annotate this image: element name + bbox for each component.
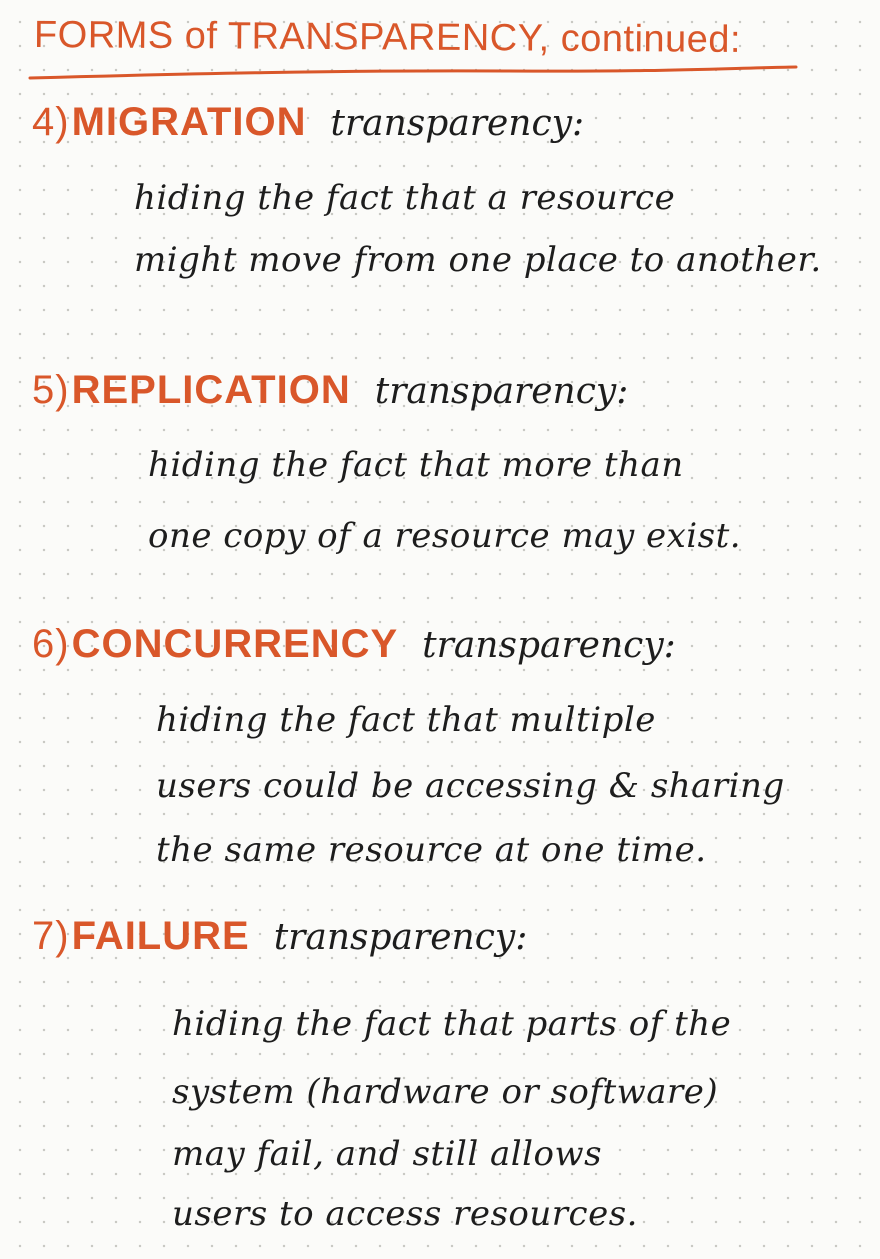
section-suffix: transparency: (374, 371, 629, 412)
section-name: CONCURRENCY (71, 622, 399, 666)
section-name: MIGRATION (71, 100, 307, 144)
section-number: 5) (32, 368, 70, 412)
section-heading: 4)MIGRATION transparency: (32, 100, 584, 145)
body-line: may fail, and still allows (172, 1134, 603, 1174)
section-suffix: transparency: (273, 917, 528, 958)
section-suffix: transparency: (330, 103, 585, 144)
section-heading: 6)CONCURRENCY transparency: (32, 622, 676, 667)
section-name: FAILURE (71, 914, 250, 958)
section-number: 4) (32, 100, 70, 144)
section-number: 6) (32, 622, 70, 666)
body-line: users to access resources. (172, 1194, 638, 1234)
body-line: might move from one place to another. (134, 240, 822, 280)
body-line: hiding the fact that multiple (156, 700, 656, 740)
section-heading: 5)REPLICATION transparency: (32, 368, 628, 413)
section-suffix: transparency: (422, 625, 676, 666)
section-name: REPLICATION (71, 368, 351, 412)
title-underline (28, 65, 798, 80)
body-line: one copy of a resource may exist. (148, 516, 742, 556)
page-title: FORMS of TRANSPARENCY, continued: (33, 14, 742, 61)
body-line: system (hardware or software) (172, 1072, 719, 1112)
section-number: 7) (32, 914, 70, 958)
body-line: users could be accessing & sharing (156, 766, 785, 806)
section-heading: 7)FAILURE transparency: (32, 914, 527, 959)
body-line: hiding the fact that more than (148, 445, 684, 485)
body-line: the same resource at one time. (156, 830, 707, 870)
body-line: hiding the fact that parts of the (172, 1004, 732, 1044)
body-line: hiding the fact that a resource (134, 178, 676, 218)
